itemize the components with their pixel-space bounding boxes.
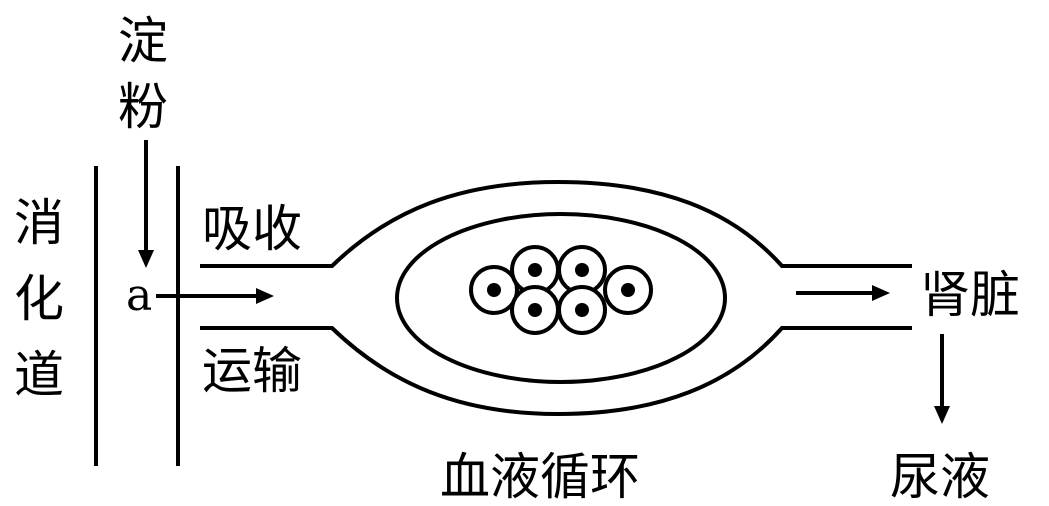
label-transport: 运输	[202, 342, 302, 400]
label-starch-char-1: 淀	[118, 12, 168, 70]
label-blood-circulation: 血液循环	[440, 448, 640, 506]
label-starch-char-2: 粉	[118, 78, 168, 136]
absorption-arrow-head	[256, 288, 274, 304]
label-kidney: 肾脏	[920, 266, 1020, 324]
blood-cell-nucleus	[621, 283, 635, 297]
vessel-outer-top	[200, 179, 912, 268]
blood-cell-nucleus	[487, 283, 501, 297]
blood-cell-nucleus	[528, 263, 542, 277]
blood-cell-nucleus	[575, 263, 589, 277]
blood-cell-nucleus	[575, 303, 589, 317]
label-absorption: 吸收	[202, 200, 302, 258]
starch-arrow-head	[138, 250, 154, 268]
label-digestive-c1: 消	[14, 194, 64, 252]
label-digestive-c3: 道	[14, 346, 64, 404]
kidney-arrow-head	[872, 285, 890, 301]
label-substance-a: a	[126, 270, 152, 321]
urine-arrow-head	[934, 406, 950, 424]
vessel-outer-bottom	[200, 326, 912, 417]
label-urine: 尿液	[890, 448, 990, 506]
vessel-inner-ellipse	[395, 212, 727, 384]
blood-cell-nucleus	[528, 303, 542, 317]
blood-cells-group	[469, 245, 653, 335]
label-digestive-c2: 化	[14, 270, 64, 328]
